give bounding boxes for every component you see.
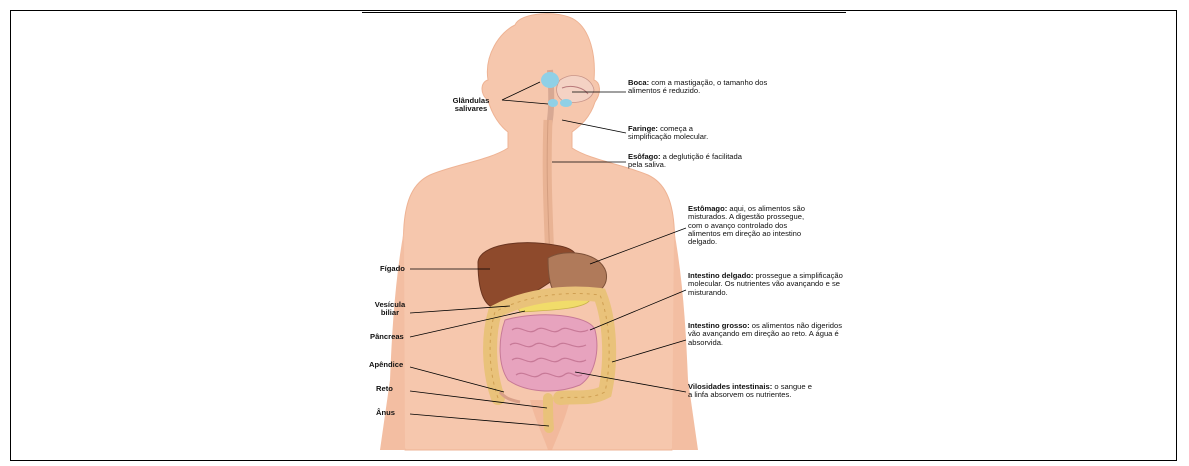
desc-intestino-delgado: Intestino delgado: prossegue a simplific… [688,272,848,297]
desc-estomago: Estômago: aqui, os alimentos são mistura… [688,205,813,246]
desc-esofago: Esôfago: a deglutição é facilitada pela … [628,153,753,170]
label-reto: Reto [376,385,393,393]
label-apendice: Apêndice [369,361,403,369]
label-glandulas-salivares: Glândulas salivares [442,97,500,114]
label-figado: Fígado [380,265,405,273]
label-pancreas: Pâncreas [370,333,404,341]
desc-vilosidades-intestinais: Vilosidades intestinais: o sangue e a li… [688,383,818,400]
small-intestine [500,315,597,391]
label-anus: Ânus [376,409,395,417]
desc-boca: Boca: com a mastigação, o tamanho dos al… [628,79,776,96]
label-vesicula-biliar: Vesícula biliar [374,301,406,318]
desc-intestino-grosso: Intestino grosso: os alimentos não diger… [688,322,848,347]
desc-faringe: Faringe: começa a simplificação molecula… [628,125,733,142]
